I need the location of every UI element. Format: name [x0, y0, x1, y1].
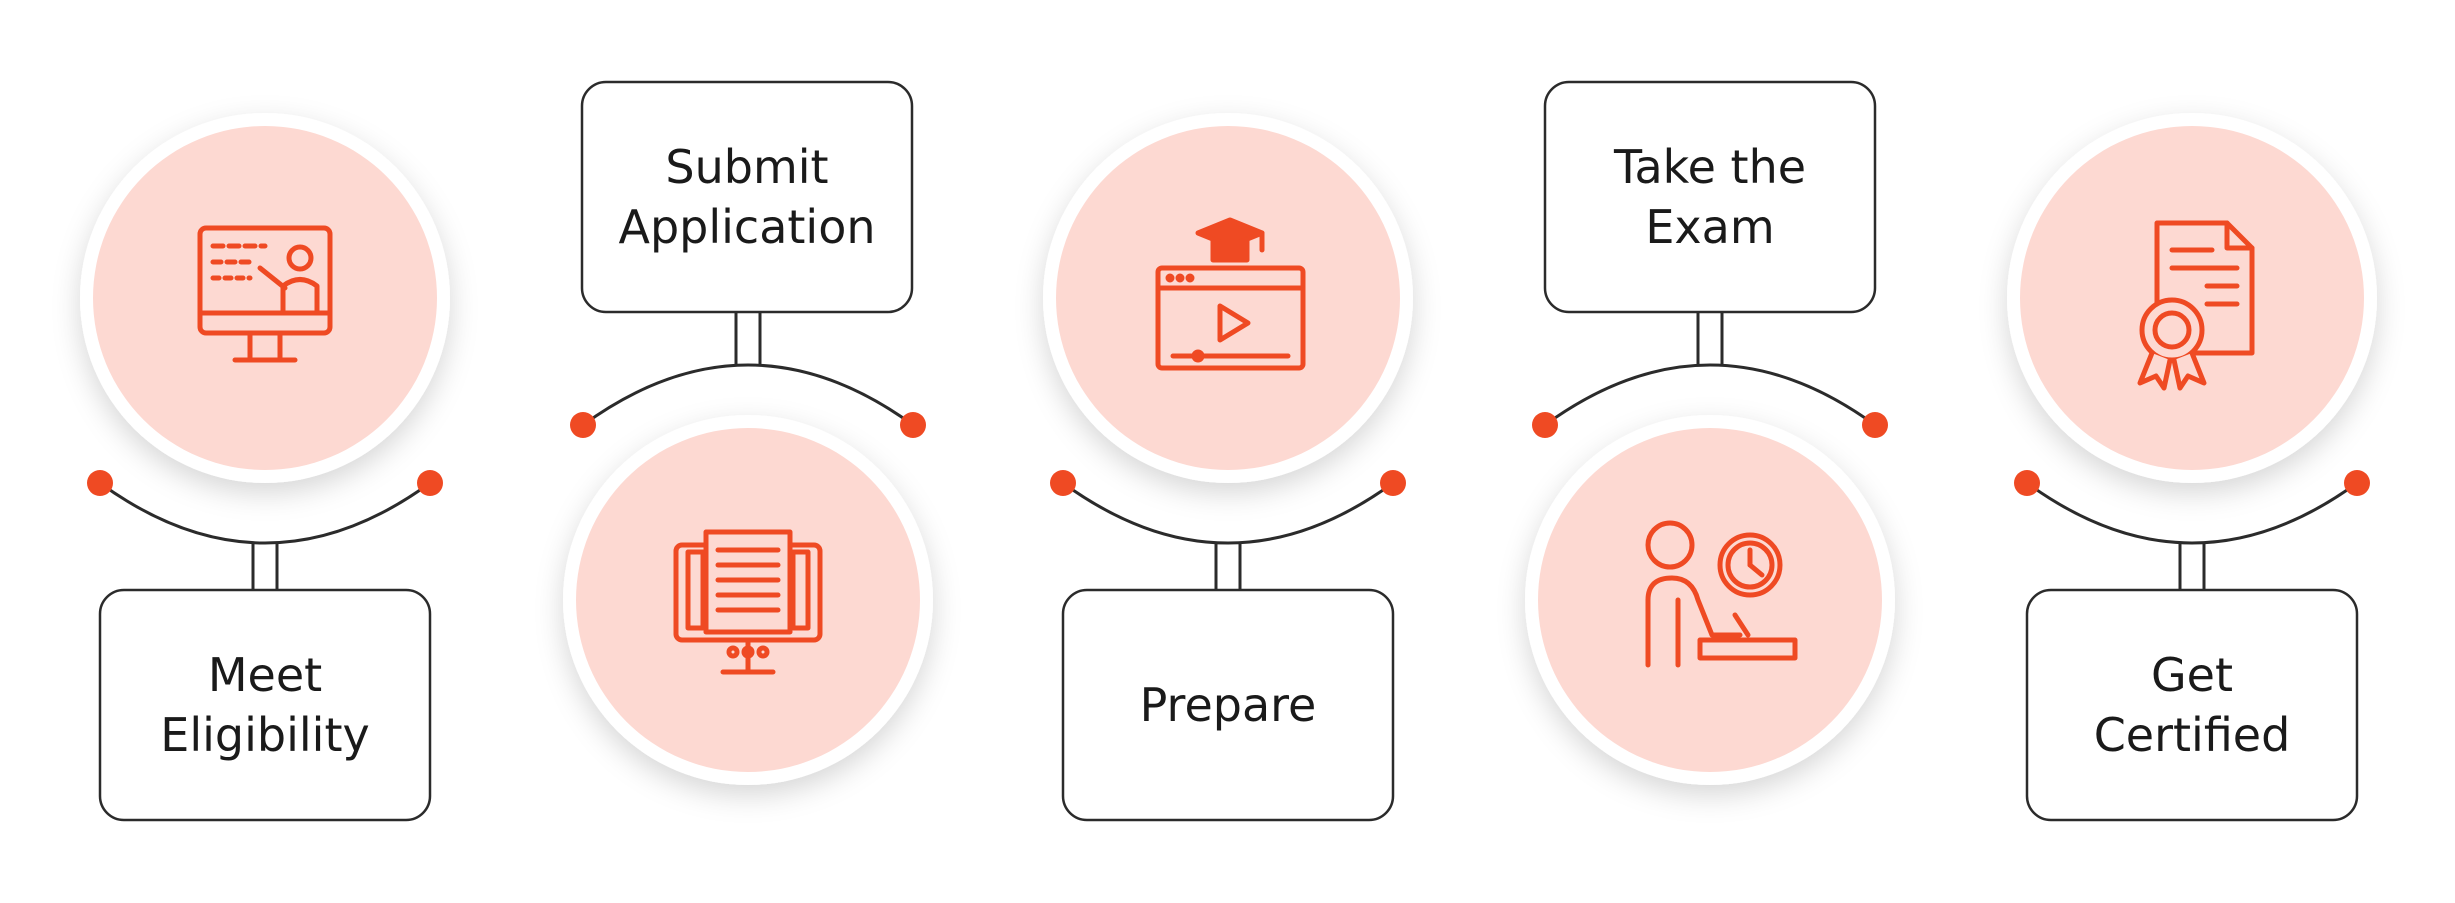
step-2-label-box — [580, 80, 914, 314]
step-3-connector-arc — [1062, 481, 1394, 545]
step-5-label-box — [2025, 588, 2359, 822]
step-2-connector-arc — [582, 363, 914, 427]
step-5-connector-arc — [2026, 481, 2358, 545]
step-4-label-box — [1543, 80, 1877, 314]
video-course-graduation-icon — [1155, 217, 1306, 371]
step-1-connector-arc — [99, 481, 431, 545]
step-4-label: Take the Exam — [1613, 140, 1807, 254]
monitor-document-icon — [673, 529, 823, 675]
step-4-connector-dot-right — [1862, 412, 1888, 438]
step-1-label-box — [98, 588, 432, 822]
connectors — [87, 80, 2370, 822]
person-writing-clock-icon — [1645, 520, 1798, 668]
step-2-connector-dot-right — [900, 412, 926, 438]
step-5-connector-dot-right — [2344, 470, 2370, 496]
step-2-label: Submit Application — [618, 140, 876, 254]
certificate-ribbon-icon — [2137, 220, 2255, 391]
step-3-connector-dot-left — [1050, 470, 1076, 496]
step-3-connector-dot-right — [1380, 470, 1406, 496]
circles — [80, 113, 2377, 785]
step-1-connector-dot-left — [87, 470, 113, 496]
step-2-connector-dot-left — [570, 412, 596, 438]
step-3-label: Prepare — [1139, 678, 1317, 732]
step-5-label: Get Certified — [2093, 648, 2291, 762]
step-1-label: Meet Eligibility — [160, 648, 370, 762]
step-5-connector-dot-left — [2014, 470, 2040, 496]
step-4-connector-dot-left — [1532, 412, 1558, 438]
step-1-circle — [93, 126, 437, 470]
step-5-circle — [2020, 126, 2364, 470]
step-3-circle — [1056, 126, 1400, 470]
step-4-connector-arc — [1544, 363, 1876, 427]
step-4-circle — [1538, 428, 1882, 772]
monitor-teacher-icon — [197, 225, 333, 363]
icons — [197, 217, 2255, 675]
step-3-label-box — [1061, 588, 1395, 822]
step-1-connector-dot-right — [417, 470, 443, 496]
